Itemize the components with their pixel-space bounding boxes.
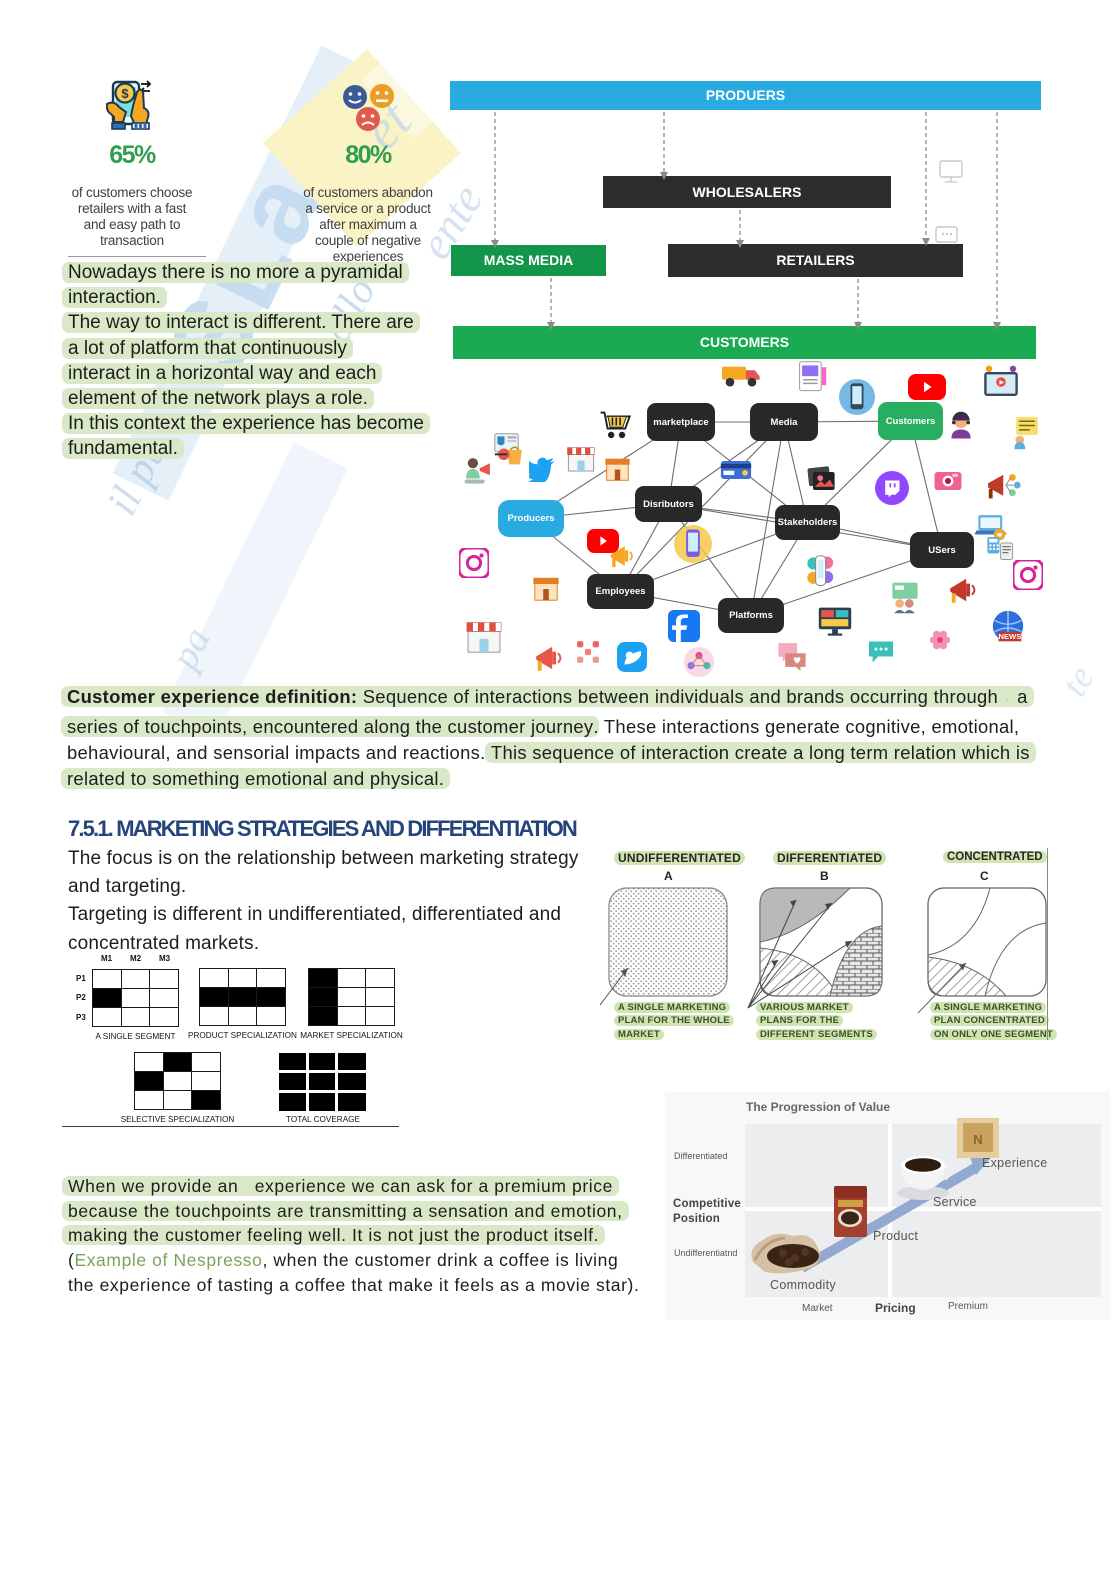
- svg-text:$: $: [121, 86, 129, 101]
- svg-text:N: N: [973, 1132, 982, 1147]
- svg-text:NEWS: NEWS: [999, 632, 1022, 641]
